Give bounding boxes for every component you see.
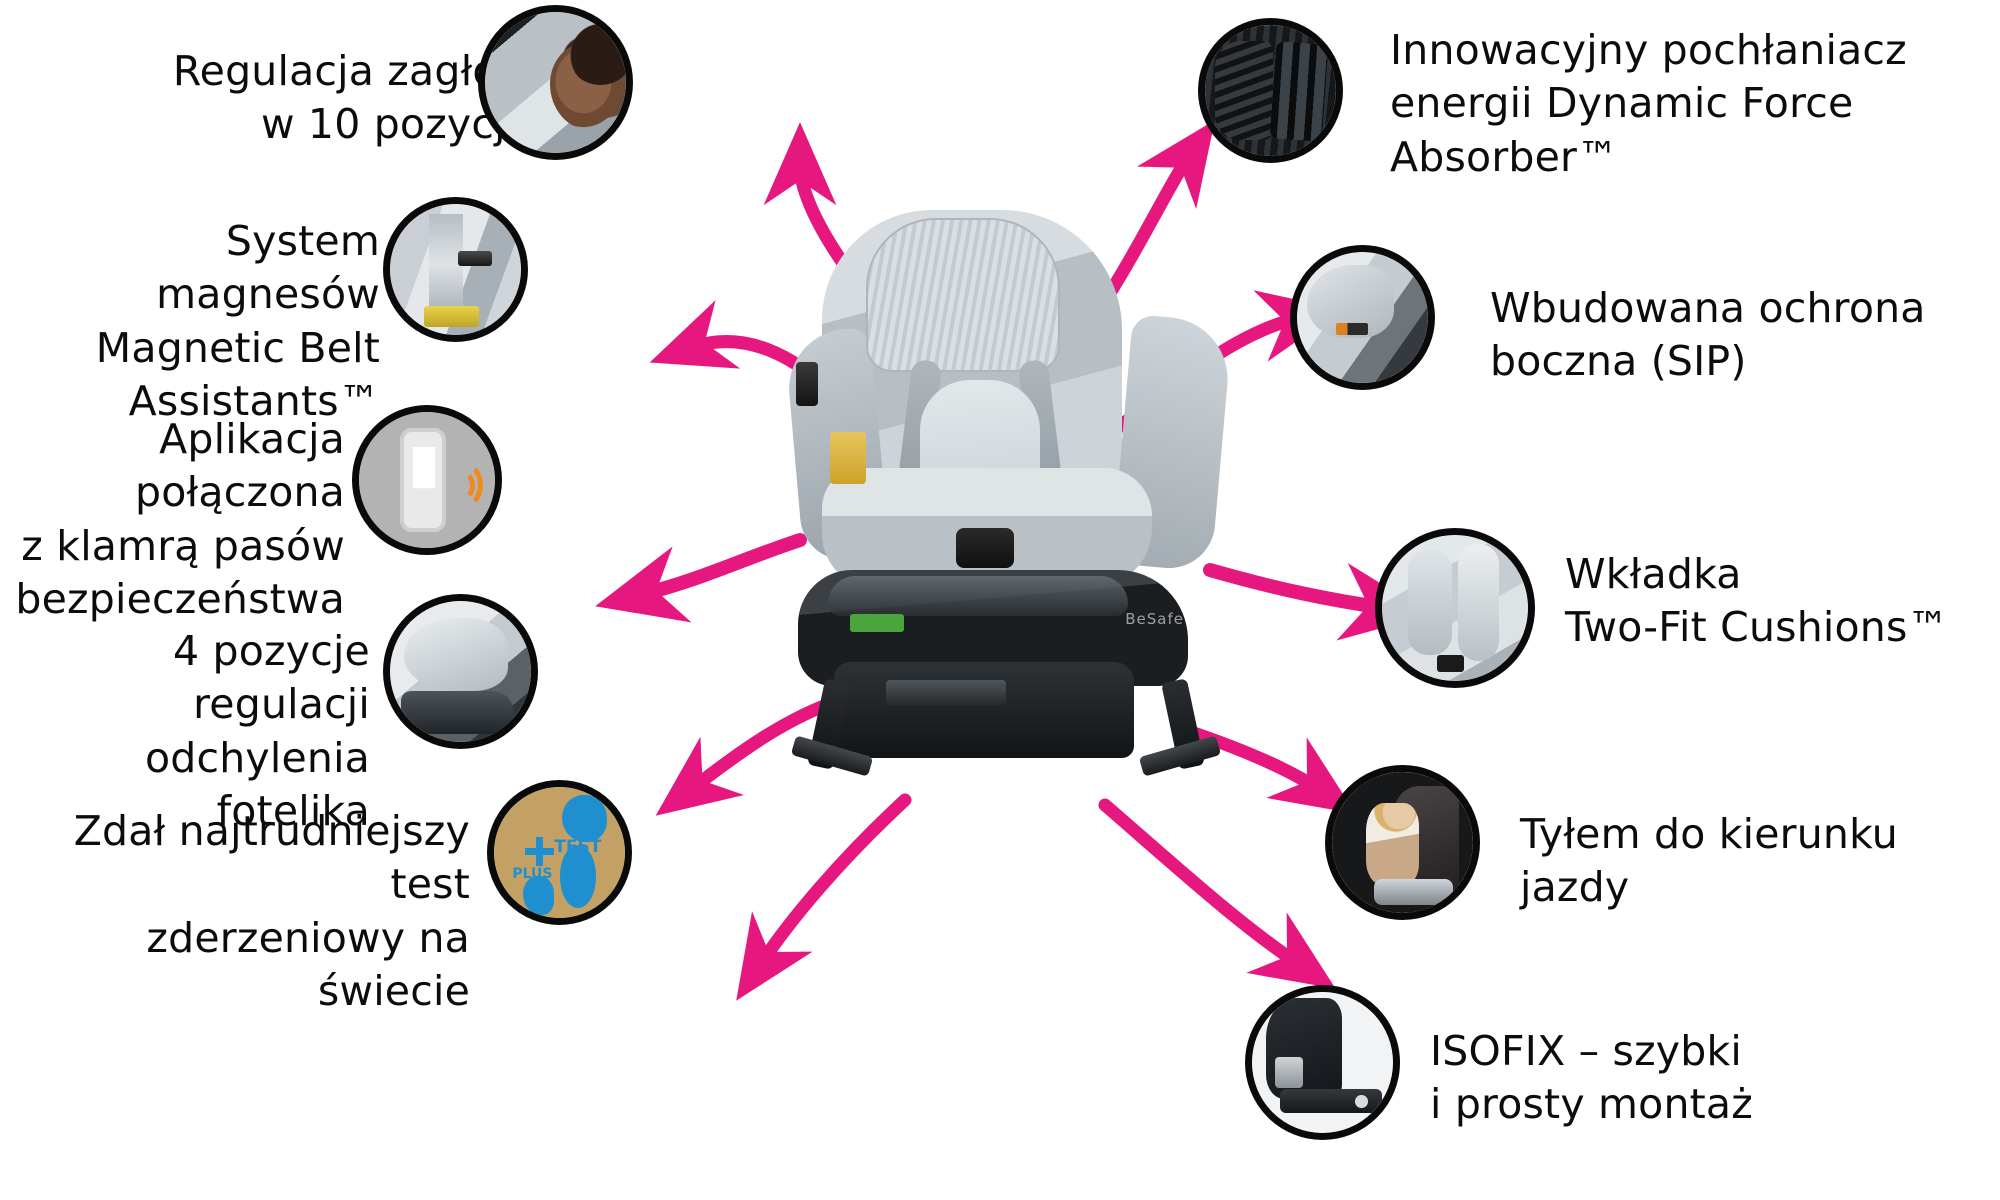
isofix-connector-photo-icon <box>1245 985 1400 1140</box>
smartphone-app-icon <box>352 405 502 555</box>
belt-strip-shape <box>429 214 464 325</box>
seat-headrest <box>866 218 1060 372</box>
seat-dark-label <box>796 362 818 406</box>
arrow-isofix <box>1098 798 1336 989</box>
side-impact-protection-photo-icon <box>1290 245 1435 390</box>
cushion-pad-right <box>1457 543 1499 661</box>
absorber-zigzag-shape <box>1215 40 1274 141</box>
yellow-label-shape <box>424 306 480 328</box>
headrest-photo-icon <box>478 5 633 160</box>
feature-label-recline: 4 pozycje regulacji odchylenia fotelika <box>144 627 370 835</box>
sip-label-shape <box>1336 322 1368 335</box>
badge-cross-icon <box>525 836 555 866</box>
swivel-base-highlight <box>828 576 1128 616</box>
absorber-slots-shape <box>1269 41 1329 142</box>
recline-photo-icon <box>383 594 538 749</box>
feature-label-magnetic-belt: System magnesów Magnetic Belt Assistants… <box>95 217 380 425</box>
feature-label-app: Aplikacja połączona z klamrą pasów bezpi… <box>15 415 345 623</box>
rear-facing-child-photo-icon <box>1325 765 1480 920</box>
badge-blob-bottom <box>522 876 555 916</box>
magnet-clip-shape <box>458 251 493 266</box>
feature-label-absorber: Innowacyjny pochłaniacz energii Dynamic … <box>1390 26 1907 181</box>
feature-label-rear-facing: Tyłem do kierunku jazdy <box>1520 810 1898 912</box>
badge-test-text: TEST <box>554 836 602 857</box>
cushion-buckle-shape <box>1437 654 1464 673</box>
recline-shell-shape <box>404 617 509 692</box>
harness-buckle <box>956 528 1014 568</box>
child-pictogram-shape <box>413 447 436 513</box>
isofix-clamp-shape <box>1274 1056 1303 1088</box>
badge-plus-text: PLUS <box>512 865 553 882</box>
install-indicator-green <box>850 614 904 632</box>
badge-blob-right <box>559 844 597 908</box>
signal-wave-inner-icon <box>447 470 475 501</box>
feature-label-sip: Wbudowana ochrona boczna (SIP) <box>1490 284 1926 386</box>
cushion-pad-left <box>1408 549 1453 655</box>
feature-label-isofix: ISOFIX – szybki i prosty montaż <box>1430 1027 1753 1129</box>
plus-test-badge-icon: TEST PLUS <box>487 780 632 925</box>
arrow-crash-test <box>736 793 912 1001</box>
brand-mark: BeSafe <box>1125 610 1184 628</box>
feature-label-two-fit: Wkładka Two-Fit Cushions™ <box>1565 550 1949 652</box>
feature-label-crash-test: Zdał najtrudniejszy test zderzeniowy na … <box>73 807 470 1015</box>
isofix-indicator-dot <box>1354 1094 1368 1108</box>
isofix-base <box>834 662 1134 758</box>
rear-child-shape <box>1365 803 1420 885</box>
car-seat-product-image: BeSafe <box>770 210 1240 800</box>
rear-cushion-shape <box>1374 879 1454 905</box>
base-control-panel <box>886 680 1006 706</box>
two-fit-cushions-photo-icon <box>1375 528 1535 688</box>
signal-wave-outer-icon <box>443 460 483 510</box>
badge-blob-top <box>562 794 607 843</box>
child-hair-shape <box>566 20 626 86</box>
isofix-arm-shape <box>1280 1089 1382 1114</box>
recline-base-shape <box>401 691 515 734</box>
magnetic-belt-photo-icon <box>383 197 528 342</box>
seat-yellow-label <box>830 432 866 484</box>
dynamic-force-absorber-photo-icon <box>1198 18 1343 163</box>
